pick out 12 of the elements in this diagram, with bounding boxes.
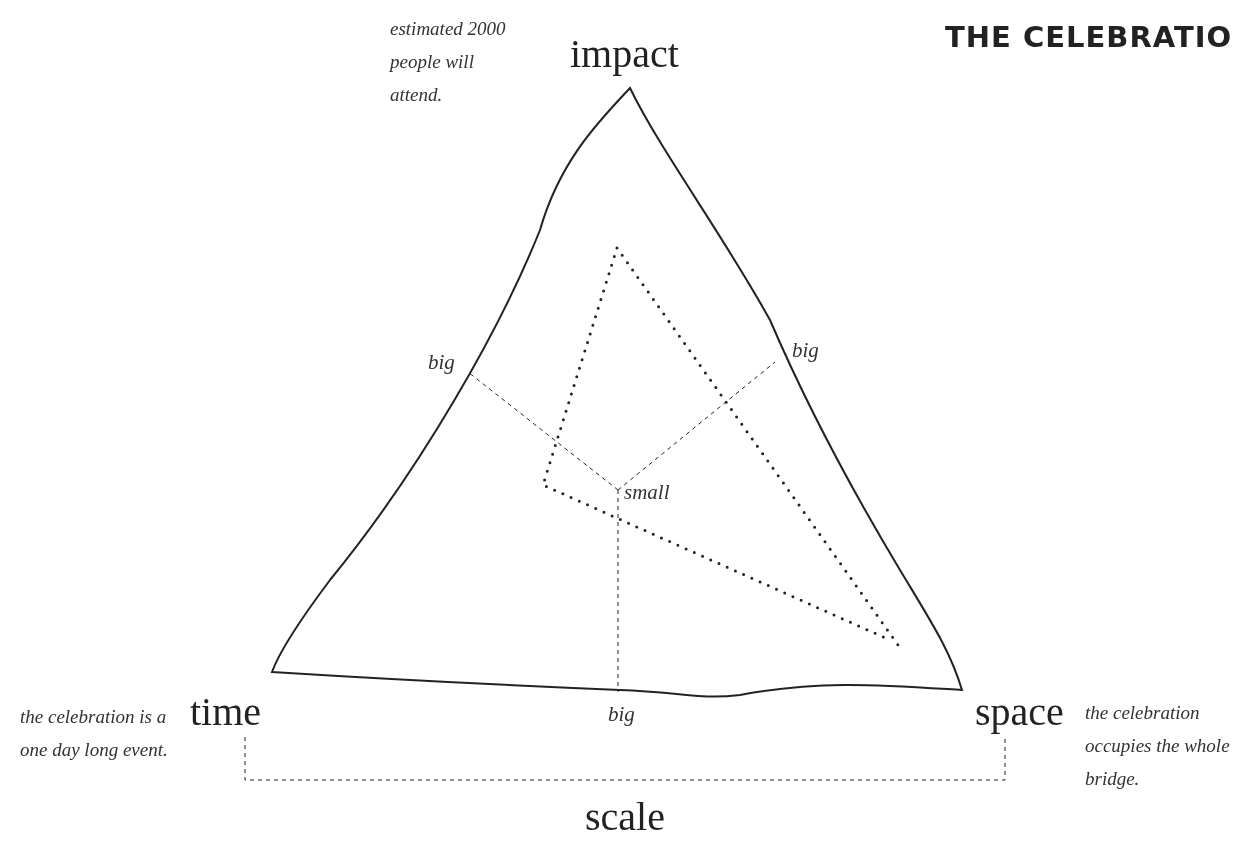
annotation-note: the celebration is a one day long event.	[20, 705, 169, 762]
scale-mark-label: big	[608, 702, 635, 727]
axis-label: time	[190, 690, 262, 734]
axis-label: space	[975, 690, 1064, 734]
axis-title: scale	[585, 795, 665, 839]
scale-mark-label: small	[624, 480, 670, 505]
axis-label: impact	[570, 32, 679, 76]
scale-mark-label: big	[792, 338, 819, 363]
annotation-note: the celebration occupies the whole bridge.	[1085, 701, 1231, 791]
scale-mark-label: big	[428, 350, 455, 375]
annotation-note: estimated 2000 people will attend.	[390, 17, 507, 107]
title: THE CELEBRATIO	[945, 20, 1233, 54]
